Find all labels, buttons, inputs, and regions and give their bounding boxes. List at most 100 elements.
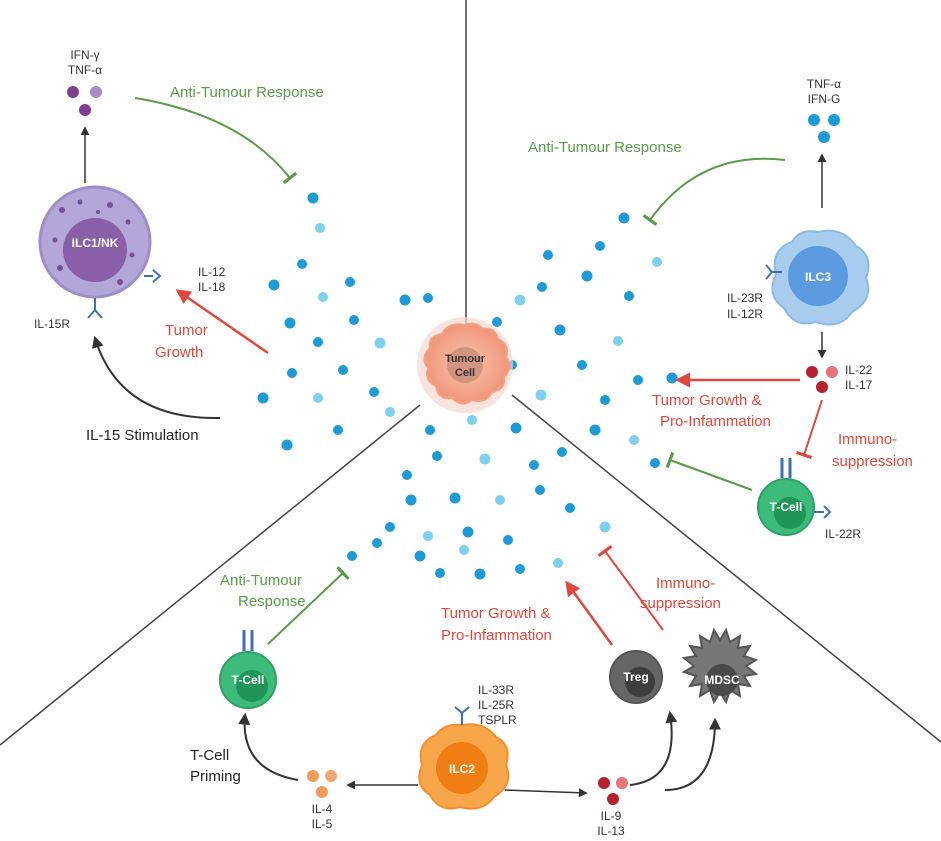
tumour-nucleus xyxy=(447,347,483,383)
ilc1-output-cytokine xyxy=(67,86,79,98)
quadrant-dividers xyxy=(0,0,941,746)
cytokine-particle xyxy=(287,368,297,378)
ilc3-il22r-label: IL-22R xyxy=(825,527,861,541)
ilc2-tumor-growth-label-1: Tumor Growth & xyxy=(441,605,550,622)
cytokine-particle xyxy=(414,550,426,562)
cytokine-particle xyxy=(479,453,491,465)
ilc3-quadrant: ILC3 TNF-α IFN-G Anti-Tumour Response IL… xyxy=(528,77,913,541)
ilc2-tcell-receptor xyxy=(242,630,254,651)
ilc2-right-cytokine xyxy=(598,777,610,789)
cytokine-particle xyxy=(345,277,355,287)
ilc3-nucleus xyxy=(788,246,848,306)
ilc2-receptor-label-2: IL-25R xyxy=(478,698,514,712)
ilc3-output-cytokine xyxy=(828,114,840,126)
ilc2-immuno-inhibit xyxy=(597,544,664,631)
ilc2-anti-tumour-inhibit xyxy=(267,566,350,645)
ilc1-output-label-2: TNF-α xyxy=(68,63,102,77)
ilc2-right-cytokine xyxy=(616,777,628,789)
cytokine-particle xyxy=(338,365,348,375)
cytokine-particle xyxy=(467,415,477,425)
cytokine-particle xyxy=(557,447,567,457)
ilc2-quadrant: ILC2 IL-33R IL-25R TSPLR IL-4 IL-5 IL-9 … xyxy=(190,544,759,838)
ilc3-tcell-nucleus xyxy=(774,497,806,529)
tumour-cell-label: Tumour xyxy=(445,353,486,365)
ilc1-tumor-growth-label-1: Tumor xyxy=(165,322,208,339)
cytokine-particle xyxy=(515,564,525,574)
ilc3-tcell-inhibit xyxy=(665,451,753,491)
cytokine-particle xyxy=(495,495,505,505)
cytokine-particle xyxy=(553,558,563,568)
cytokine-particle xyxy=(307,192,319,204)
ilc2-right-secretion-arrow xyxy=(504,788,588,798)
divider-lower-left xyxy=(0,404,421,746)
ilc3-il22r-receptor xyxy=(814,505,832,519)
cytokine-particle xyxy=(284,317,296,329)
cytokine-particle xyxy=(474,568,486,580)
cytokine-particle xyxy=(313,337,323,347)
cytokine-particle xyxy=(449,492,461,504)
ilc3-tcell-receptor xyxy=(780,458,792,478)
ilc2-tcell-label: T-Cell xyxy=(232,673,265,687)
cytokine-particle xyxy=(318,292,328,302)
cytokine-particle xyxy=(385,407,395,417)
ilc2-receptor xyxy=(454,706,470,725)
cytokine-particle xyxy=(537,282,547,292)
ilc3-anti-tumour-label: Anti-Tumour Response xyxy=(528,139,682,156)
cytokine-particle xyxy=(613,336,623,346)
cytokine-particle xyxy=(374,337,386,349)
cytokine-particle xyxy=(529,460,539,470)
cytokine-particle xyxy=(385,522,395,532)
ilc3-cytokine-label-2: IL-17 xyxy=(845,378,873,392)
ilc2-receptor-label-1: IL-33R xyxy=(478,683,514,697)
ilc2-right-cytokine-label-2: IL-13 xyxy=(597,824,625,838)
ilc1-output-cytokine xyxy=(79,104,91,116)
ilc3-output-label-1: TNF-α xyxy=(807,77,841,91)
ilc2-left-cytokine-label-2: IL-5 xyxy=(312,817,333,831)
ilc2-left-cytokine xyxy=(307,770,319,782)
divider-lower-right xyxy=(511,394,941,743)
ilc2-tcell-nucleus xyxy=(236,670,268,702)
ilc3-immuno-label-2: suppression xyxy=(832,453,913,470)
cytokine-particle xyxy=(577,360,587,370)
cytokine-particle xyxy=(347,551,357,561)
ilc3-output-cytokine xyxy=(808,114,820,126)
ilc1-anti-tumour-inhibit xyxy=(134,97,298,185)
cytokine-particle xyxy=(510,422,522,434)
ilc1-nk-nucleus xyxy=(63,218,127,282)
ilc2-left-cytokine xyxy=(325,770,337,782)
cytokine-particle xyxy=(650,458,660,468)
ilc3-output-label-2: IFN-G xyxy=(808,92,841,106)
cytokine-particle xyxy=(565,503,575,513)
ilc1-il15-stimulation-arrow xyxy=(92,335,221,420)
cytokine-particle xyxy=(281,439,293,451)
cytokine-particle xyxy=(633,375,643,385)
cytokine-particle xyxy=(369,387,379,397)
ilc1-quadrant: ILC1/NK IFN-γ TNF-α Anti-Tumour Response… xyxy=(34,48,324,444)
cytokine-particle xyxy=(503,535,513,545)
mdsc-nucleus xyxy=(706,664,738,696)
ilc2-left-cytokine xyxy=(316,786,328,798)
ilc2-label: ILC2 xyxy=(449,762,475,776)
cytokine-particle xyxy=(589,424,601,436)
ilc3-cytokine xyxy=(816,381,828,393)
cytokine-particle xyxy=(423,293,433,303)
ilc1-anti-tumour-label: Anti-Tumour Response xyxy=(170,84,324,101)
ilc2-right-cytokine xyxy=(607,793,619,805)
cytokine-particle xyxy=(257,392,269,404)
cytokine-particle xyxy=(399,294,411,306)
cytokine-particle xyxy=(435,568,445,578)
cytokine-particle xyxy=(297,259,307,269)
cytokine-particle xyxy=(666,372,678,384)
ilc1-granules xyxy=(52,199,135,285)
treg-nucleus xyxy=(625,667,655,697)
ilc3-cytokine xyxy=(826,366,838,378)
ilc2-tumor-growth-label-2: Pro-Infammation xyxy=(441,627,552,644)
ilc3-output-cytokine xyxy=(818,131,830,143)
ilc2-anti-tumour-label-2: Response xyxy=(238,593,306,610)
ilc2-treg-arrow xyxy=(629,710,678,786)
cytokine-particle xyxy=(492,317,502,327)
ilc2-receptor-label-3: TSPLR xyxy=(478,713,517,727)
ilc1-il15-stimulation-label: IL-15 Stimulation xyxy=(86,427,199,444)
ilc3-tumor-growth-label-2: Pro-Infammation xyxy=(660,413,771,430)
